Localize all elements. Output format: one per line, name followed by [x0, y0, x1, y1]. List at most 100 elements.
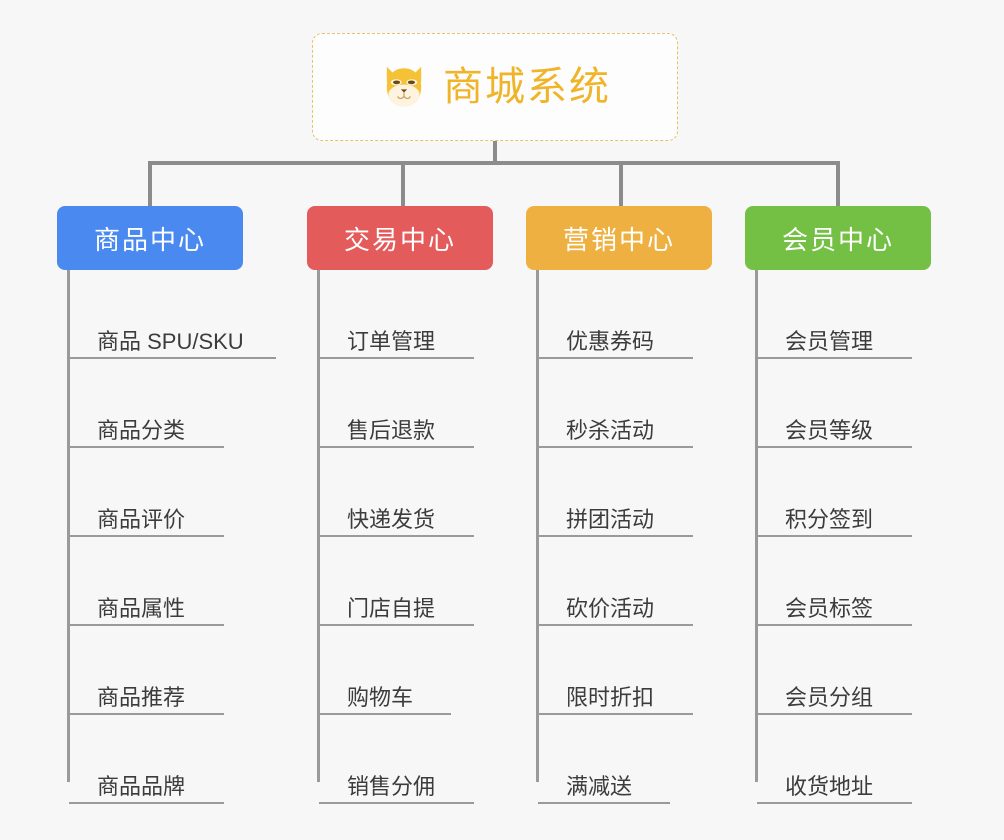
leaf-item[interactable]: 秒杀活动	[538, 359, 712, 448]
connector-drop-trade-center	[401, 161, 405, 206]
leaf-item-label: 商品推荐	[97, 685, 186, 710]
leaf-item[interactable]: 商品推荐	[69, 626, 243, 715]
leaf-item-label: 会员管理	[785, 329, 874, 354]
leaf-item-label: 售后退款	[347, 418, 436, 443]
leaf-item[interactable]: 会员等级	[757, 359, 931, 448]
leaf-item-label: 门店自提	[347, 596, 436, 621]
root-title: 商城系统	[443, 65, 611, 109]
leaf-item[interactable]: 满减送	[538, 715, 712, 804]
leaf-item-label: 商品品牌	[97, 774, 186, 799]
column-spine	[317, 270, 320, 782]
leaf-item-rule	[69, 535, 224, 537]
leaf-item-label: 商品分类	[97, 418, 186, 443]
leaf-item-label: 购物车	[347, 685, 414, 710]
leaf-item[interactable]: 商品品牌	[69, 715, 243, 804]
leaf-item-label: 会员等级	[785, 418, 874, 443]
leaf-item[interactable]: 商品评价	[69, 448, 243, 537]
leaf-item-label: 限时折扣	[566, 685, 655, 710]
column-trade-center: 交易中心订单管理售后退款快递发货门店自提购物车销售分佣	[307, 206, 493, 804]
leaf-item-label: 优惠券码	[566, 329, 655, 354]
leaf-item[interactable]: 会员分组	[757, 626, 931, 715]
leaf-item-rule	[69, 624, 224, 626]
leaf-item[interactable]: 订单管理	[319, 270, 493, 359]
leaf-item-label: 秒杀活动	[566, 418, 655, 443]
leaf-item[interactable]: 商品分类	[69, 359, 243, 448]
column-member-center: 会员中心会员管理会员等级积分签到会员标签会员分组收货地址	[745, 206, 931, 804]
leaf-item-label: 会员分组	[785, 685, 874, 710]
leaf-item[interactable]: 限时折扣	[538, 626, 712, 715]
leaf-item-rule	[757, 446, 912, 448]
leaf-list-trade-center: 订单管理售后退款快递发货门店自提购物车销售分佣	[307, 270, 493, 804]
leaf-item-rule	[757, 713, 912, 715]
leaf-item-rule	[319, 446, 474, 448]
leaf-item-rule	[538, 535, 693, 537]
connector-horizontal-bus	[148, 161, 836, 165]
leaf-item-label: 满减送	[566, 774, 633, 799]
leaf-item-label: 商品属性	[97, 596, 186, 621]
category-header-trade-center[interactable]: 交易中心	[307, 206, 493, 270]
leaf-list-product-center: 商品 SPU/SKU 商品分类商品评价商品属性商品推荐商品品牌	[57, 270, 276, 804]
column-spine	[67, 270, 70, 782]
leaf-item[interactable]: 砍价活动	[538, 537, 712, 626]
leaf-item[interactable]: 购物车	[319, 626, 493, 715]
leaf-item-rule	[538, 446, 693, 448]
leaf-item-label: 拼团活动	[566, 507, 655, 532]
leaf-item-label: 积分签到	[785, 507, 874, 532]
connector-drop-marketing-center	[619, 161, 623, 206]
category-header-member-center[interactable]: 会员中心	[745, 206, 931, 270]
leaf-item[interactable]: 会员标签	[757, 537, 931, 626]
leaf-item-rule	[538, 713, 693, 715]
column-product-center: 商品中心商品 SPU/SKU 商品分类商品评价商品属性商品推荐商品品牌	[57, 206, 276, 804]
leaf-item-label: 商品评价	[97, 507, 186, 532]
shiba-dog-face-icon	[386, 66, 422, 107]
leaf-item-label: 商品 SPU/SKU	[97, 329, 244, 354]
leaf-item-rule	[538, 802, 670, 804]
leaf-item-rule	[319, 535, 474, 537]
category-header-label: 会员中心	[781, 224, 894, 255]
leaf-list-marketing-center: 优惠券码秒杀活动拼团活动砍价活动限时折扣满减送	[526, 270, 712, 804]
leaf-item-rule	[319, 357, 474, 359]
leaf-item-rule	[757, 802, 912, 804]
leaf-item-label: 砍价活动	[566, 596, 655, 621]
category-header-label: 商品中心	[93, 224, 206, 255]
leaf-item[interactable]: 商品属性	[69, 537, 243, 626]
leaf-item-rule	[319, 624, 474, 626]
column-spine	[755, 270, 758, 782]
leaf-item-rule	[538, 624, 693, 626]
leaf-item[interactable]: 销售分佣	[319, 715, 493, 804]
leaf-item[interactable]: 优惠券码	[538, 270, 712, 359]
root-node[interactable]: 商城系统	[312, 33, 678, 141]
leaf-item-label: 快递发货	[347, 507, 436, 532]
leaf-item-label: 收货地址	[785, 774, 874, 799]
leaf-item-rule	[69, 357, 276, 359]
leaf-item[interactable]: 门店自提	[319, 537, 493, 626]
leaf-item[interactable]: 会员管理	[757, 270, 931, 359]
connector-root-stem	[493, 141, 497, 163]
leaf-item-rule	[69, 802, 224, 804]
leaf-item-label: 订单管理	[347, 329, 436, 354]
leaf-item[interactable]: 商品 SPU/SKU	[69, 270, 276, 359]
leaf-item[interactable]: 收货地址	[757, 715, 931, 804]
category-header-product-center[interactable]: 商品中心	[57, 206, 243, 270]
leaf-item-rule	[319, 713, 451, 715]
leaf-item-rule	[69, 713, 224, 715]
connector-drop-member-center	[836, 161, 840, 206]
leaf-item[interactable]: 售后退款	[319, 359, 493, 448]
connector-drop-product-center	[148, 161, 152, 206]
leaf-item[interactable]: 拼团活动	[538, 448, 712, 537]
leaf-item-rule	[69, 446, 224, 448]
category-header-marketing-center[interactable]: 营销中心	[526, 206, 712, 270]
leaf-item-rule	[319, 802, 474, 804]
category-header-label: 交易中心	[343, 224, 456, 255]
leaf-item[interactable]: 快递发货	[319, 448, 493, 537]
leaf-item[interactable]: 积分签到	[757, 448, 931, 537]
column-spine	[536, 270, 539, 782]
leaf-item-rule	[538, 357, 693, 359]
leaf-item-rule	[757, 535, 912, 537]
leaf-list-member-center: 会员管理会员等级积分签到会员标签会员分组收货地址	[745, 270, 931, 804]
category-header-label: 营销中心	[562, 224, 675, 255]
leaf-item-label: 销售分佣	[347, 774, 436, 799]
leaf-item-label: 会员标签	[785, 596, 874, 621]
column-marketing-center: 营销中心优惠券码秒杀活动拼团活动砍价活动限时折扣满减送	[526, 206, 712, 804]
